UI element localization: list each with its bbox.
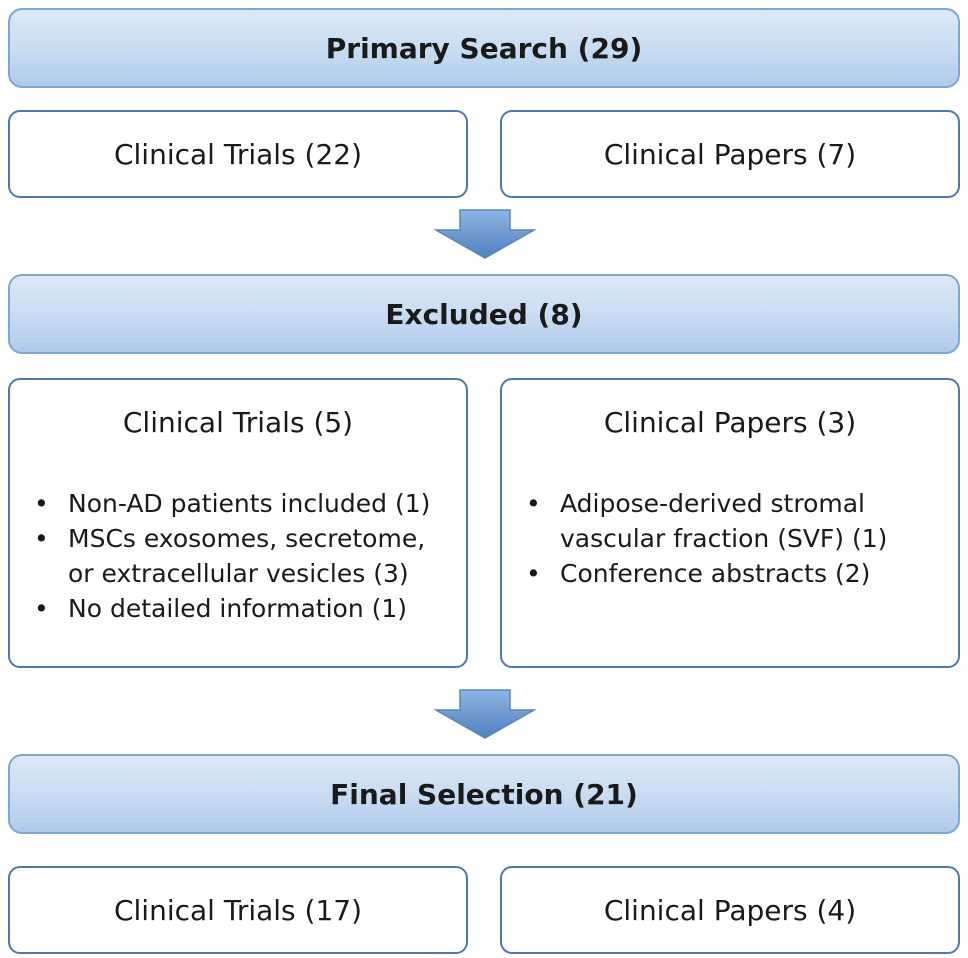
list-item: No detailed information (1) xyxy=(32,591,458,626)
excluded-clinical-trials-title: Clinical Trials (5) xyxy=(122,406,354,439)
excluded-papers-reason-list: Adipose-derived stromal vascular fractio… xyxy=(524,486,950,591)
list-item: Non-AD patients included (1) xyxy=(32,486,458,521)
excluded-clinical-papers-box: Clinical Papers (3) Adipose-derived stro… xyxy=(500,378,960,668)
list-item: MSCs exosomes, secretome, or extracellul… xyxy=(32,521,458,591)
excluded-clinical-papers-title: Clinical Papers (3) xyxy=(603,406,857,439)
final-clinical-papers-box: Clinical Papers (4) xyxy=(500,866,960,954)
excluded-title: Excluded (8) xyxy=(385,297,583,331)
primary-search-banner: Primary Search (29) xyxy=(8,8,960,88)
final-clinical-papers-label: Clinical Papers (4) xyxy=(603,893,857,927)
primary-clinical-trials-box: Clinical Trials (22) xyxy=(8,110,468,198)
primary-clinical-trials-label: Clinical Trials (22) xyxy=(113,137,363,171)
excluded-trials-reason-list: Non-AD patients included (1) MSCs exosom… xyxy=(32,486,458,626)
list-item: Adipose-derived stromal vascular fractio… xyxy=(524,486,950,556)
excluded-banner: Excluded (8) xyxy=(8,274,960,354)
final-clinical-trials-label: Clinical Trials (17) xyxy=(113,893,363,927)
primary-clinical-papers-label: Clinical Papers (7) xyxy=(603,137,857,171)
final-selection-title: Final Selection (21) xyxy=(330,777,638,811)
final-clinical-trials-box: Clinical Trials (17) xyxy=(8,866,468,954)
excluded-clinical-trials-box: Clinical Trials (5) Non-AD patients incl… xyxy=(8,378,468,668)
primary-clinical-papers-box: Clinical Papers (7) xyxy=(500,110,960,198)
final-selection-banner: Final Selection (21) xyxy=(8,754,960,834)
list-item: Conference abstracts (2) xyxy=(524,556,950,591)
primary-search-title: Primary Search (29) xyxy=(325,31,643,65)
down-arrow-icon xyxy=(434,209,536,259)
down-arrow-icon xyxy=(434,689,536,739)
